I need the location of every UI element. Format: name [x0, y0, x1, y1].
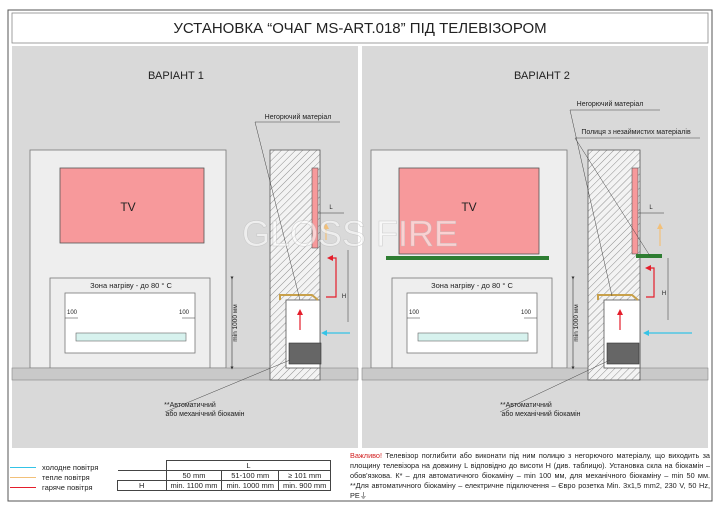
- callout-line2: або механічний біокамін: [165, 410, 244, 418]
- legend-item-cold: холодне повітря: [10, 462, 120, 472]
- title-box: [11, 12, 709, 44]
- table-corner: [117, 460, 167, 471]
- table-col-header: L: [165, 460, 332, 471]
- hot-air-arrow-out: [645, 265, 655, 298]
- table-cell: min. 1100 mm: [165, 480, 223, 491]
- biofireplace-unit: [288, 342, 322, 365]
- leader-callout: [164, 359, 291, 413]
- table-cell: 50 mm: [165, 470, 223, 481]
- tv-screen: [59, 167, 205, 244]
- table-cell: 51-100 mm: [221, 470, 279, 481]
- legend-label: тепле повітря: [42, 472, 90, 482]
- noncombustible-liner: [597, 294, 639, 301]
- heat-zone-label: Зона нагріву - до 80 ° С: [431, 281, 513, 290]
- shelf-front: [386, 256, 549, 260]
- legend-swatch-warm: [10, 476, 36, 478]
- legend-item-warm: тепле повітря: [10, 472, 120, 482]
- heat-zone-label: Зона нагріву - до 80 ° С: [90, 281, 172, 290]
- legend-item-hot: гаряче повітря: [10, 482, 120, 492]
- shelf-side: [636, 254, 662, 258]
- table-empty-cell: [117, 470, 167, 481]
- tv-screen: [398, 167, 540, 255]
- dim-H: H: [342, 294, 346, 300]
- legend-swatch-cold: [10, 466, 36, 468]
- dim-right: 100: [179, 310, 190, 316]
- table-cell: min. 1000 mm: [221, 480, 279, 491]
- dim-right: 100: [521, 310, 532, 316]
- dim-left: 100: [409, 310, 420, 316]
- label-material: Негорючий матеріал: [577, 100, 644, 108]
- label-material: Негорючий матеріал: [265, 113, 332, 121]
- table-cell: ≥ 101 mm: [277, 470, 332, 481]
- table-row-header: H: [117, 480, 167, 491]
- dim-L: L: [649, 205, 653, 211]
- variant2-front-view: TV Зона нагріву - до 80 ° С 100 100 min …: [361, 149, 709, 381]
- legend-label: холодне повітря: [42, 462, 99, 472]
- page-title: УСТАНОВКА “ОЧАГ MS-ART.018” ПІД ТЕЛЕВІЗО…: [173, 20, 546, 37]
- legend-swatch-hot: [10, 486, 36, 488]
- watermark-logo: GLOSS FIRE: [242, 213, 458, 254]
- leader-callout: [499, 359, 611, 413]
- dim-left: 100: [67, 310, 78, 316]
- noncombustible-liner: [279, 294, 319, 301]
- tv-side: [631, 167, 639, 255]
- leader-shelf-diag: [574, 137, 651, 257]
- outer-frame: [7, 9, 713, 502]
- callout-line1: **Автоматичний: [164, 401, 216, 409]
- variant2-side-view: L H Негорючий матеріал Полиця з незаймис…: [499, 100, 700, 418]
- note-warning: Важливо!: [350, 451, 383, 460]
- floor: [361, 367, 709, 381]
- footer: холодне повітря тепле повітря гаряче пов…: [0, 447, 720, 509]
- table-row: 50 mm 51-100 mm ≥ 101 mm: [117, 470, 332, 481]
- ground-icon: ⏚: [359, 491, 368, 500]
- variant1-heading: ВАРІАНТ 1: [148, 70, 204, 82]
- height-dim: min 1000 мм: [232, 304, 239, 342]
- burner-glass: [75, 332, 187, 342]
- important-note: Важливо! Телевізор поглибити або виконат…: [350, 451, 710, 501]
- fireplace-opening: [64, 292, 196, 354]
- legend-label: гаряче повітря: [42, 482, 93, 492]
- clearance-table: L 50 mm 51-100 mm ≥ 101 mm H min. 1100 m…: [117, 460, 332, 491]
- dim-L: L: [329, 205, 333, 211]
- fireplace-opening: [406, 292, 538, 354]
- variant2-heading: ВАРІАНТ 2: [514, 70, 570, 82]
- table-row: H min. 1100 mm min. 1000 mm min. 900 mm: [117, 480, 332, 491]
- note-text: Телевізор поглибити або виконати під ним…: [350, 451, 710, 500]
- leader-material-diag: [254, 121, 301, 301]
- hot-air-arrow-out: [326, 255, 337, 298]
- legend: холодне повітря тепле повітря гаряче пов…: [10, 462, 120, 492]
- tv-label: TV: [120, 200, 135, 214]
- height-dim: min 1000 мм: [573, 304, 580, 342]
- callout-line2: або механічний біокамін: [501, 410, 580, 418]
- variant1-side-view: L H Негорючий матеріал **Автоматичний аб…: [164, 113, 350, 418]
- tv-label: TV: [461, 200, 476, 214]
- table-cell: min. 900 mm: [277, 480, 332, 491]
- variant1-front-view: TV Зона нагріву - до 80 ° С 100 100 min …: [11, 149, 359, 381]
- biofireplace-unit: [606, 342, 640, 365]
- callout-line1: **Автоматичний: [500, 401, 552, 409]
- label-shelf: Полиця з незаймистих матеріалів: [581, 128, 691, 136]
- dim-H: H: [662, 291, 666, 297]
- tv-side: [311, 167, 319, 249]
- burner-glass: [417, 332, 529, 342]
